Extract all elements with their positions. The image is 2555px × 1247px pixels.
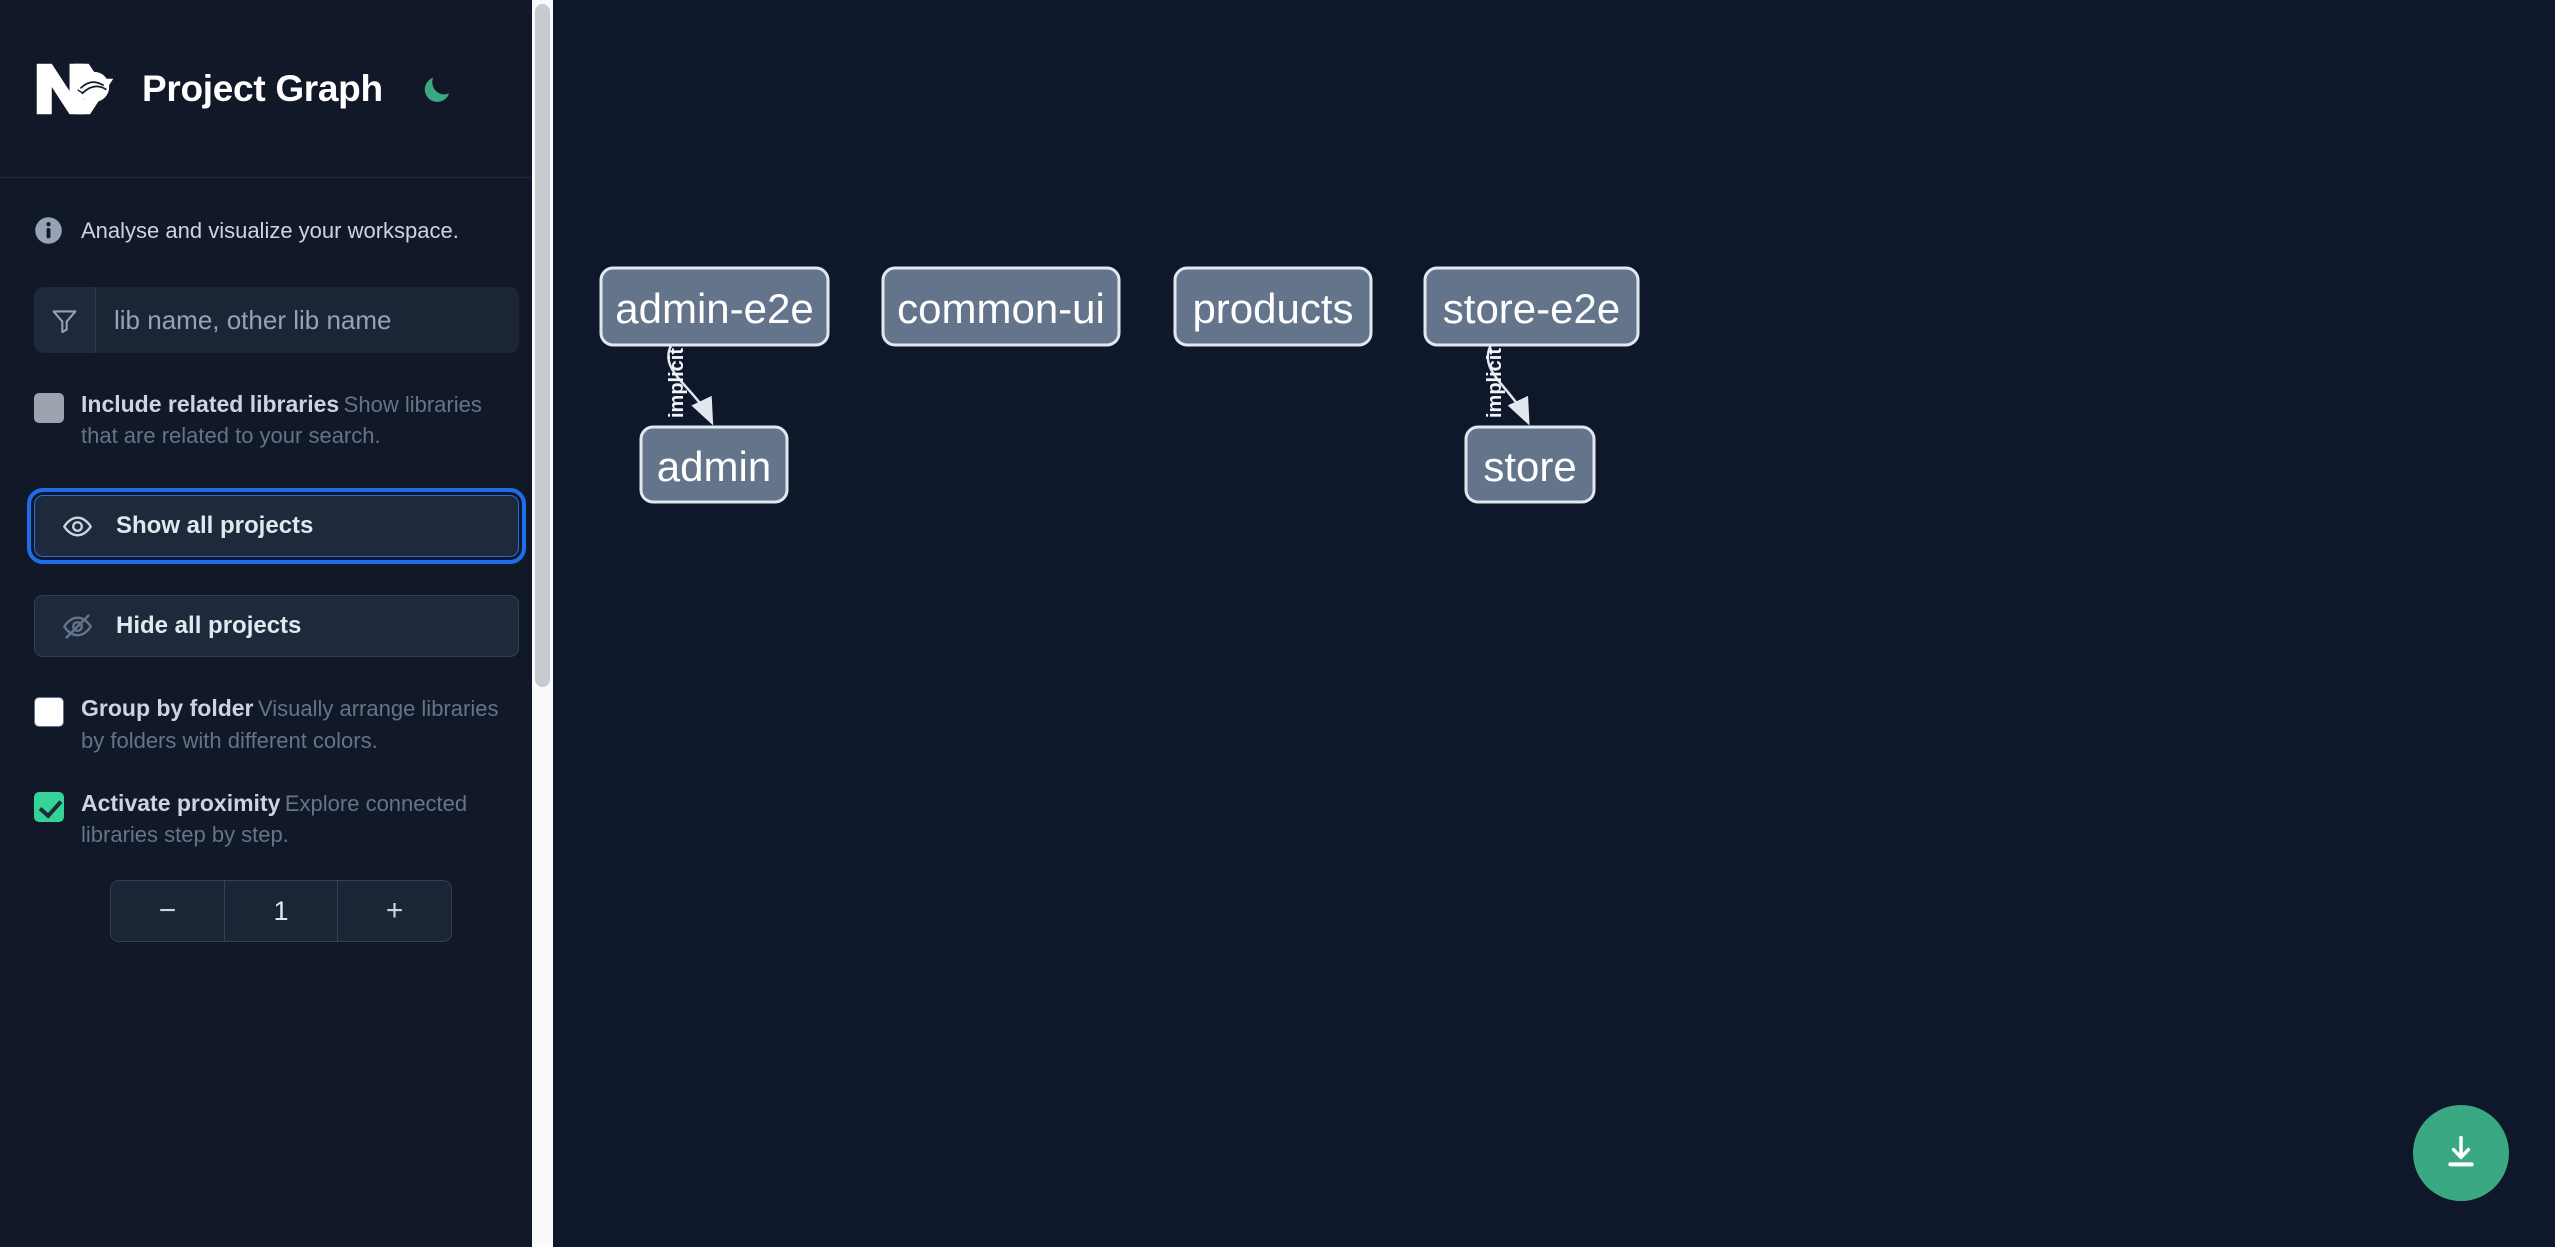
graph-node-admin-e2e[interactable]: admin-e2e	[599, 266, 830, 347]
nx-logo-icon	[34, 58, 116, 120]
graph-node-rect[interactable]	[599, 266, 830, 347]
graph-node-store[interactable]: store	[1464, 425, 1596, 504]
show-all-projects-button[interactable]: Show all projects	[27, 488, 526, 565]
option-label: Activate proximity	[81, 789, 281, 816]
search-section	[0, 245, 553, 353]
checkbox-activate-proximity[interactable]	[34, 791, 64, 822]
graph-node-label: store	[1483, 443, 1576, 490]
sidebar: Project Graph Analyse and visualize yo	[0, 0, 553, 1247]
proximity-decrement-button[interactable]: −	[111, 881, 225, 942]
graph-edge-store-e2e__store[interactable]: implicit	[1484, 344, 1530, 426]
filter-funnel-icon	[34, 287, 96, 353]
option-label: Include related libraries	[81, 391, 340, 417]
graph-node-rect[interactable]	[639, 425, 789, 504]
option-description: Visually arrange libraries by folders wi…	[81, 696, 499, 753]
graph-node-label: common-ui	[897, 285, 1105, 332]
graph-edge-admin-e2e__admin[interactable]: implicit	[666, 344, 714, 426]
proximity-stepper[interactable]: − 1 +	[110, 880, 452, 943]
sidebar-scroll-area[interactable]: Project Graph Analyse and visualize yo	[0, 0, 553, 1247]
graph-node-rect[interactable]	[1423, 266, 1640, 347]
graph-node-rect[interactable]	[1173, 266, 1373, 347]
graph-node-label: admin-e2e	[615, 285, 813, 332]
app-title: Project Graph	[142, 67, 383, 109]
sidebar-scrollbar-thumb[interactable]	[535, 4, 550, 687]
graph-node-admin[interactable]: admin	[639, 425, 789, 504]
graph-node-products[interactable]: products	[1173, 266, 1373, 347]
hide-all-projects-button[interactable]: Hide all projects	[34, 595, 519, 658]
option-description: Explore connected libraries step by step…	[81, 790, 468, 848]
search-box[interactable]	[34, 287, 519, 353]
graph-node-label: products	[1192, 285, 1353, 332]
graph-edge-label: implicit	[666, 348, 688, 418]
option-group-by-folder[interactable]: Group by folder Visually arrange librari…	[0, 657, 553, 755]
graph-node-rect[interactable]	[1464, 425, 1596, 504]
sidebar-header: Project Graph	[0, 0, 553, 178]
option-description: Show libraries that are related to your …	[81, 392, 482, 449]
graph-edge-path	[667, 344, 714, 426]
show-all-projects-label: Show all projects	[116, 512, 314, 540]
graph-nodes-layer: admin-e2e common-ui products store-e2e admin…	[599, 266, 1640, 504]
graph-node-label: admin	[657, 443, 771, 490]
moon-icon[interactable]	[415, 67, 459, 111]
option-include-related-libraries[interactable]: Include related libraries Show libraries…	[0, 353, 553, 451]
graph-node-store-e2e[interactable]: store-e2e	[1423, 266, 1640, 347]
sidebar-scrollbar[interactable]	[532, 0, 553, 1247]
checkbox-group-by-folder[interactable]	[34, 697, 64, 728]
eye-off-icon	[61, 610, 94, 643]
option-activate-proximity[interactable]: Activate proximity Explore connected lib…	[0, 756, 553, 850]
proximity-stepper-wrap: − 1 +	[0, 850, 553, 943]
visibility-buttons: Show all projects Hide all projects	[0, 451, 553, 658]
proximity-increment-button[interactable]: +	[337, 881, 451, 942]
graph-edges-layer: implicit implicit	[666, 344, 1530, 426]
graph-edge-label: implicit	[1484, 348, 1506, 418]
search-input[interactable]	[96, 287, 519, 353]
download-icon	[2441, 1132, 2481, 1175]
download-image-button[interactable]	[2413, 1105, 2509, 1201]
graph-node-rect[interactable]	[881, 266, 1121, 347]
graph-node-label: store-e2e	[1443, 285, 1620, 332]
hide-all-projects-label: Hide all projects	[116, 612, 302, 640]
graph-canvas[interactable]: implicit implicit admin-e2e common-ui produ…	[553, 0, 2555, 1247]
project-graph-svg[interactable]: implicit implicit admin-e2e common-ui produ…	[553, 0, 2555, 1247]
graph-node-common-ui[interactable]: common-ui	[881, 266, 1121, 347]
eye-icon	[61, 510, 94, 543]
option-label: Group by folder	[81, 695, 254, 722]
info-circle-icon	[34, 216, 63, 245]
workspace-info: Analyse and visualize your workspace.	[0, 178, 553, 245]
checkbox-include-related-libraries[interactable]	[34, 393, 64, 423]
workspace-info-text: Analyse and visualize your workspace.	[81, 217, 459, 243]
graph-edge-path	[1486, 344, 1530, 426]
proximity-value: 1	[225, 881, 337, 942]
